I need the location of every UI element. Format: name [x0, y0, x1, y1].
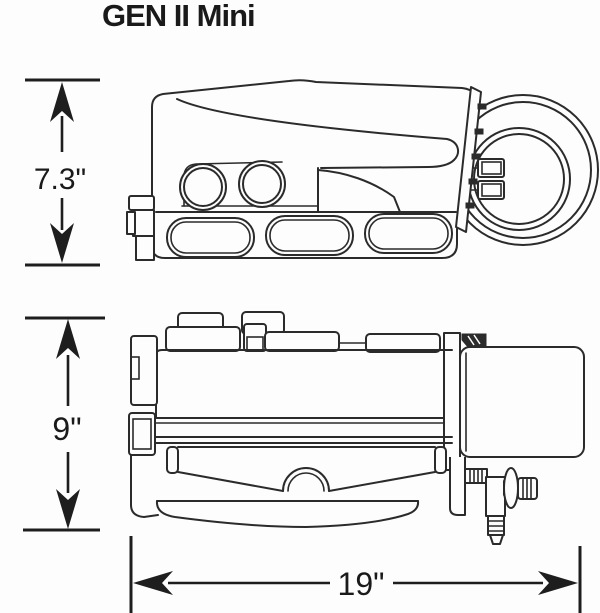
arrow-up-icon: [56, 319, 80, 359]
connector-block: [165, 326, 241, 352]
clamp-tooth: [471, 153, 481, 160]
fuel-fittings: [464, 467, 538, 545]
barb-tip: [489, 534, 504, 545]
vent-slot: [364, 213, 453, 254]
front-view: [128, 311, 585, 545]
arch-notch: [282, 467, 330, 492]
terminal-tab: [477, 158, 505, 178]
flange-disc: [503, 467, 519, 509]
dimension-overall-width: 19": [129, 536, 582, 613]
bottom-skirt: [130, 500, 420, 528]
top-left-bracket: [126, 195, 155, 261]
top-profile-view: [126, 79, 599, 261]
dim-label-overall-width: 19": [338, 566, 385, 602]
vent-slot-inner: [368, 217, 449, 250]
arch-panel: [166, 446, 447, 492]
panel-end-tab: [434, 446, 447, 474]
clamp-tooth: [477, 103, 487, 110]
left-bracket: [130, 335, 158, 406]
vent-slot: [265, 215, 354, 256]
duct-wedge: [317, 167, 401, 213]
vent-slot: [166, 217, 255, 258]
arch-notch-inner: [287, 472, 325, 492]
dim-label-front-height: 9": [52, 411, 81, 447]
ring-terminal-tabs: [467, 158, 505, 200]
round-ports: [179, 160, 286, 211]
clamp-dark-piece: [461, 333, 487, 348]
vent-slot-inner: [170, 221, 251, 254]
round-port: [238, 160, 286, 208]
left-bracket: [128, 412, 156, 456]
terminal-tab: [477, 180, 505, 200]
skirt-corner: [130, 504, 159, 518]
arrow-down-icon: [50, 223, 74, 263]
left-bracket-notch: [130, 356, 140, 380]
round-port-inner: [242, 164, 282, 204]
dim-label-top-height: 7.3": [34, 163, 86, 196]
terminal-tab-inner: [481, 183, 502, 197]
front-left-brackets: [128, 335, 158, 456]
front-body: [130, 349, 453, 506]
clamp-tooth: [465, 202, 475, 209]
thread-hatch: [522, 477, 532, 500]
page-title: GEN II Mini: [102, 0, 256, 33]
round-port: [179, 163, 227, 211]
arrow-down-icon: [56, 489, 80, 529]
thread-hatch: [469, 468, 483, 484]
elbow-block: [485, 476, 506, 517]
round-port-inner: [183, 167, 223, 207]
left-bracket-inner: [132, 418, 152, 450]
arrow-right-icon: [538, 571, 578, 595]
threaded-stub: [464, 468, 488, 484]
ring-bore-inner-circle: [473, 133, 565, 225]
panel-end-tab: [166, 446, 179, 474]
terminal-tab-inner: [481, 161, 502, 175]
connector-block: [264, 331, 340, 352]
barb-ridges: [487, 520, 505, 532]
reservoir-box: [459, 346, 585, 458]
top-connector-blocks: [165, 311, 441, 353]
arrow-left-icon: [133, 571, 173, 595]
vent-slot-inner: [269, 219, 350, 252]
clamp-tooth: [474, 128, 484, 135]
vent-slots: [166, 213, 453, 258]
dimension-front-height: 9": [23, 316, 105, 532]
clamp-tooth: [468, 178, 478, 185]
clamp-strip: [455, 86, 487, 233]
ring-bore-outer-circle: [467, 127, 571, 231]
dimension-top-height: 7.3": [25, 78, 100, 267]
arrow-up-icon: [50, 82, 74, 122]
cover-inner-line: [176, 98, 460, 169]
body-face-outline: [155, 349, 453, 419]
lower-right-column: [449, 457, 466, 516]
